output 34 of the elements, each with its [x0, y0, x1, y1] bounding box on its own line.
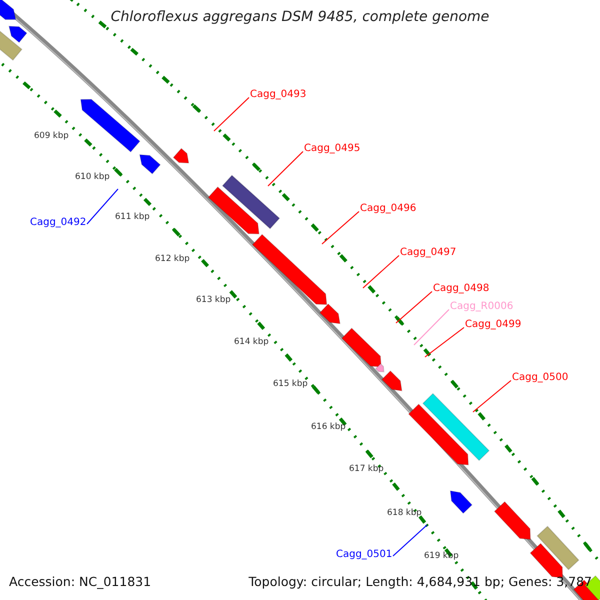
tick-label: 610 kbp: [75, 173, 110, 182]
leader-line: [396, 291, 432, 324]
tick-label: 611 kbp: [115, 213, 150, 222]
tick-label: 615 kbp: [273, 380, 308, 388]
leader-line: [268, 151, 304, 186]
leader-line: [362, 255, 400, 288]
gene-label: Cagg_0499: [465, 320, 522, 330]
leader-line: [214, 97, 250, 132]
gene-label: Cagg_0496: [360, 204, 416, 214]
genome-info-text: Topology: circular; Length: 4,684,931 bp; Genes: 3,787: [248, 576, 592, 588]
diagram-title: Chloroflexus aggregans DSM 9485, complete genome: [110, 10, 490, 24]
tick-label: 612 kbp: [155, 255, 190, 264]
leader-line: [424, 327, 464, 358]
leader-line: [322, 211, 360, 244]
gene-label: Cagg_0497: [400, 248, 456, 258]
gene-label: Cagg_0500: [512, 373, 568, 383]
gene-label: Cagg_0498: [433, 284, 490, 294]
gene-label: Cagg_0495: [304, 144, 360, 154]
leader-line: [472, 380, 512, 412]
leader-line: [414, 309, 450, 346]
gene-label: Cagg_0493: [250, 90, 306, 100]
accession-text: Accession: NC_011831: [9, 576, 152, 588]
tick-label: 619 kbp: [424, 552, 459, 560]
tick-label: 613 kbp: [196, 296, 231, 304]
tick-label: 618 kbp: [387, 509, 422, 518]
gene-label: Cagg_0501: [336, 550, 392, 560]
tick-label: 616 kbp: [311, 423, 346, 432]
gene-label: Cagg_R0006: [450, 302, 514, 312]
tick-label: 609 kbp: [34, 132, 69, 140]
gene-label: Cagg_0492: [30, 218, 86, 228]
tick-label: 617 kbp: [349, 465, 384, 474]
leader-line: [86, 188, 118, 224]
leader-line: [392, 524, 428, 556]
tick-label: 614 kbp: [234, 338, 269, 346]
